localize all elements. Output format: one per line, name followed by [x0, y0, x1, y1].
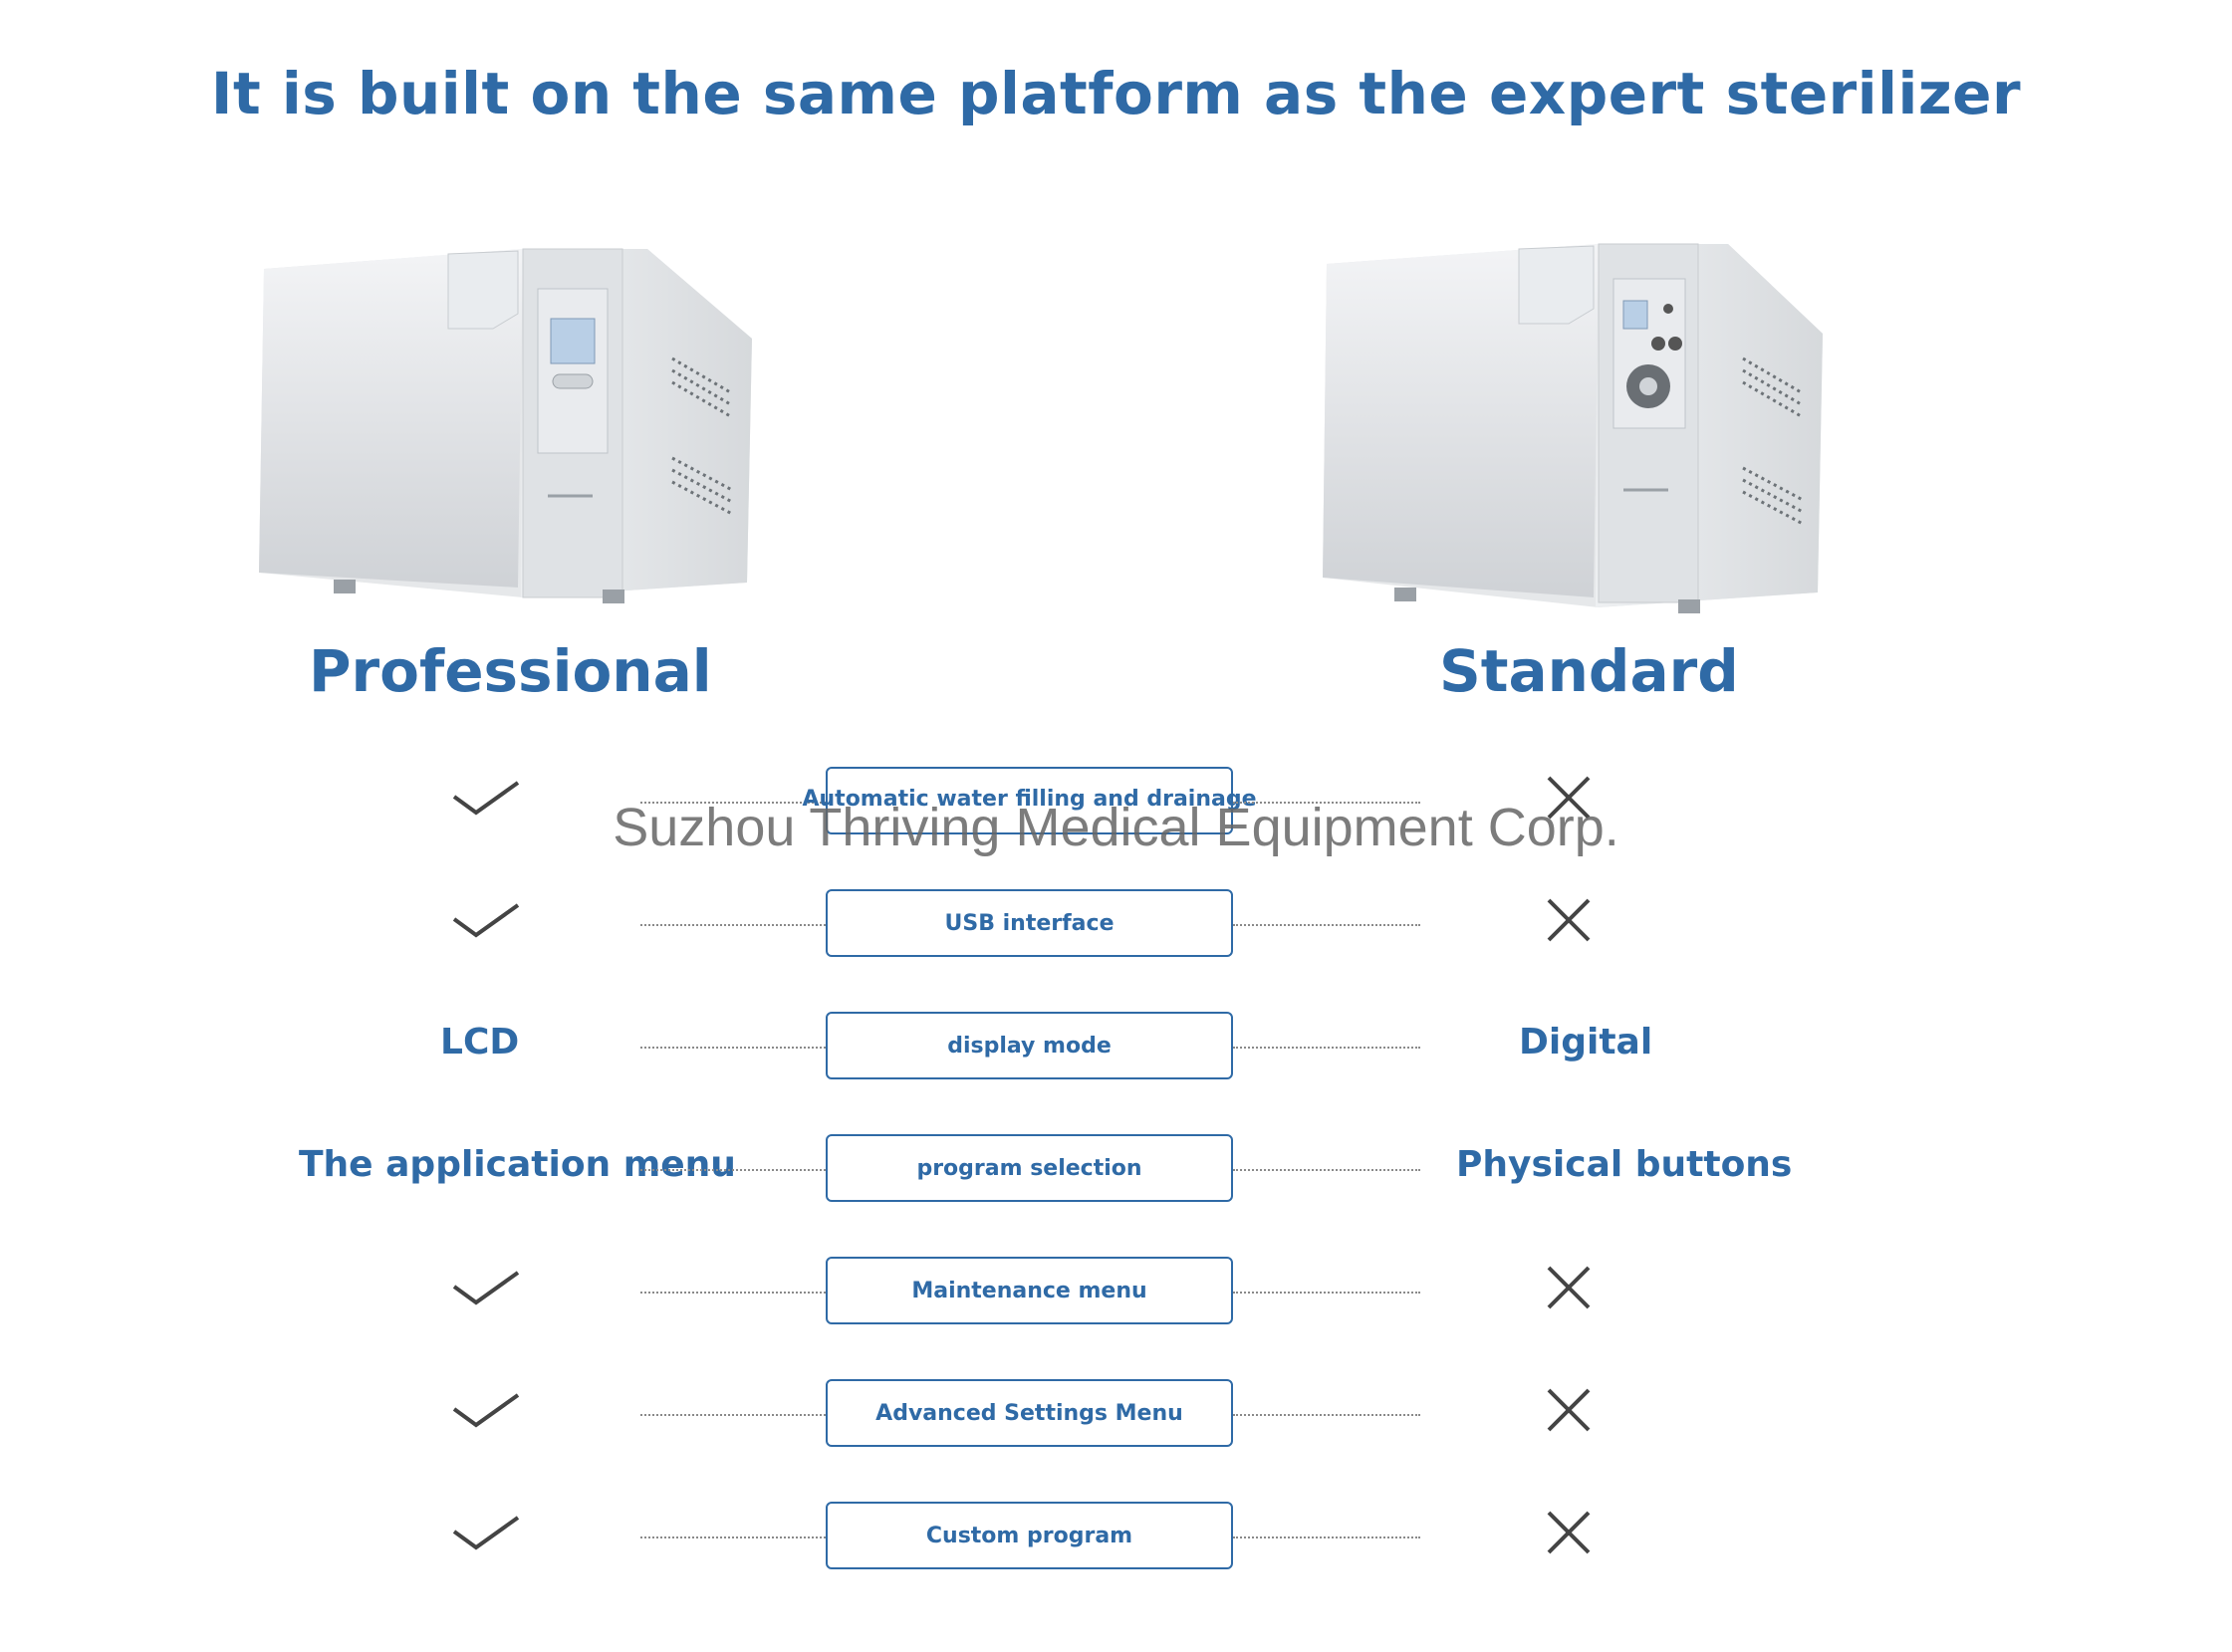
- feature-row-water-filling: Automatic water filling and drainage: [0, 767, 2232, 838]
- check-icon: [452, 1516, 520, 1550]
- dotted-connector: [1233, 1047, 1420, 1049]
- cross-icon: [1547, 1511, 1591, 1554]
- dotted-connector: [1233, 802, 1420, 804]
- feature-box: USB interface: [826, 889, 1233, 957]
- page-title: It is built on the same platform as the …: [210, 60, 2022, 127]
- professional-title: Professional: [309, 637, 712, 705]
- feature-box: program selection: [826, 1134, 1233, 1202]
- dotted-connector: [640, 1047, 826, 1049]
- dotted-connector: [1233, 1292, 1420, 1294]
- feature-box: Maintenance menu: [826, 1257, 1233, 1324]
- company-watermark: Suzhou Thriving Medical Equipment Corp.: [613, 798, 1619, 857]
- check-icon: [452, 1393, 520, 1428]
- cross-icon: [1547, 1388, 1591, 1432]
- dotted-connector: [1233, 924, 1420, 926]
- dotted-connector: [640, 1292, 826, 1294]
- check-icon: [452, 1271, 520, 1305]
- professional-value: The application menu: [299, 1144, 736, 1185]
- professional-sterilizer-image: [259, 248, 752, 603]
- feature-box: Custom program: [826, 1502, 1233, 1569]
- feature-row-custom-program: Custom program: [0, 1502, 2232, 1573]
- feature-box: Automatic water filling and drainage: [802, 767, 1257, 834]
- check-icon: [452, 903, 520, 938]
- cross-icon: [1547, 776, 1591, 820]
- dotted-connector: [640, 802, 826, 804]
- feature-row-usb: USB interface: [0, 889, 2232, 961]
- feature-row-display-mode: LCD display mode Digital: [0, 1012, 2232, 1083]
- dotted-connector: [640, 924, 826, 926]
- dotted-connector: [640, 1536, 826, 1538]
- cross-icon: [1547, 898, 1591, 942]
- check-icon: [452, 781, 520, 816]
- feature-row-program-selection: The application menu program selection P…: [0, 1134, 2232, 1206]
- dotted-connector: [1233, 1536, 1420, 1538]
- dotted-connector: [1233, 1169, 1420, 1171]
- cross-icon: [1547, 1266, 1591, 1309]
- feature-row-advanced-settings: Advanced Settings Menu: [0, 1379, 2232, 1451]
- feature-box: Advanced Settings Menu: [826, 1379, 1233, 1447]
- standard-value: Physical buttons: [1456, 1144, 1793, 1185]
- standard-value: Digital: [1519, 1022, 1653, 1062]
- dotted-connector: [640, 1414, 826, 1416]
- feature-row-maintenance: Maintenance menu: [0, 1257, 2232, 1328]
- dotted-connector: [640, 1169, 826, 1171]
- dotted-connector: [1233, 1414, 1420, 1416]
- feature-box: display mode: [826, 1012, 1233, 1079]
- standard-sterilizer-image: [1323, 243, 1823, 613]
- standard-title: Standard: [1439, 637, 1739, 705]
- professional-value: LCD: [440, 1022, 520, 1062]
